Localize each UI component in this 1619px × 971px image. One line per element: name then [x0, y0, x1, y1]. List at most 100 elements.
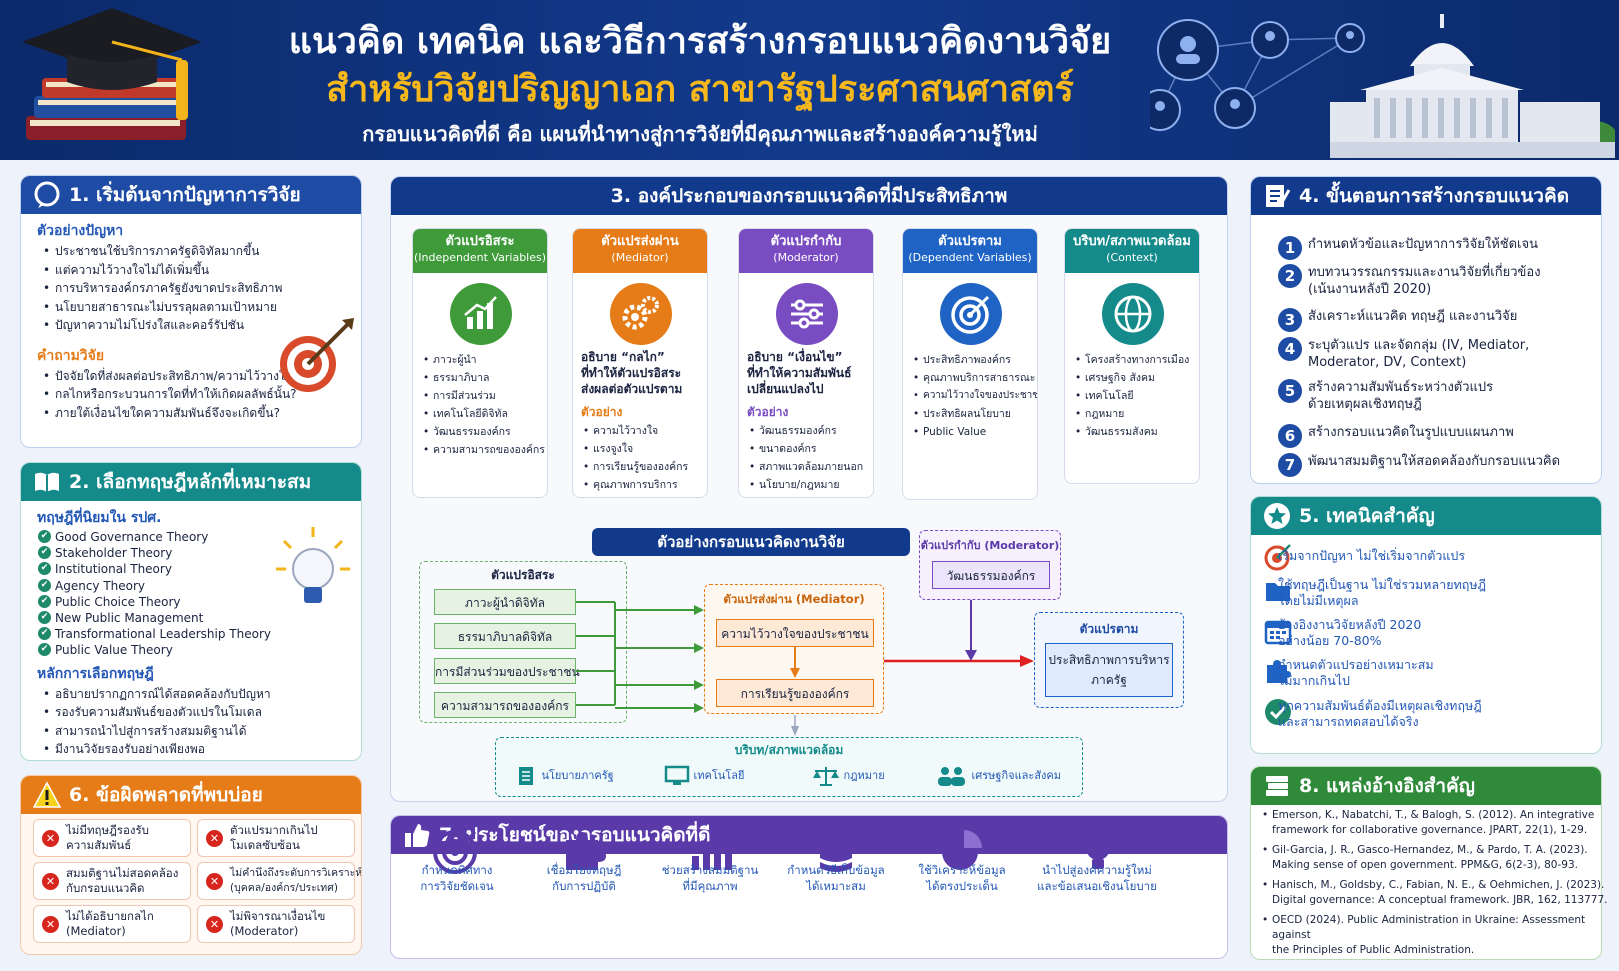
pie-chart-icon: [942, 830, 982, 870]
step-number: 5: [1278, 379, 1302, 403]
question-item: ภายใต้เงื่อนไขใดความสัมพันธ์จึงจะเกิดขึ้…: [37, 404, 353, 423]
tagline: กรอบแนวคิดที่ดี คือ แผนที่นำทางสู่การวิจ…: [362, 122, 1038, 146]
section-theory: 2. เลือกทฤษฎีหลักที่เหมาะสม ทฤษฎีที่นิยม…: [20, 462, 362, 761]
component-mediator: ตัวแปรส่งผ่าน(Mediator) อธิบาย “กลไก” ที…: [572, 228, 708, 498]
government-building-icon: [1328, 6, 1619, 160]
scales-icon: [813, 767, 839, 786]
target-icon: [433, 830, 477, 874]
technique-item: เริ่มจากปัญหา ไม่ใช่เริ่มจากตัวแปร: [1278, 548, 1466, 563]
document-icon: [519, 767, 533, 785]
section-3-title: 3. องค์ประกอบของกรอบแนวคิดที่มีประสิทธิภ…: [610, 185, 1008, 207]
mistake-item: ✕ไม่พิจารณาเงื่อนไข(Moderator): [197, 905, 355, 943]
reference-item: OECD (2024). Public Administration in Uk…: [1262, 913, 1612, 958]
problem-item: ปัญหาความไม่โปร่งใสและคอร์รัปชัน: [37, 316, 353, 335]
dv-box: ประสิทธิภาพการบริหารภาครัฐ: [1045, 643, 1173, 697]
section-2-title-bar: 2. เลือกทฤษฎีหลักที่เหมาะสม: [21, 463, 361, 501]
thumbs-up-icon: [405, 824, 430, 847]
section-1-title-bar: 1. เริ่มต้นจากปัญหาการวิจัย: [21, 176, 361, 214]
context-item: กฎหมาย: [812, 765, 885, 787]
example-title: ตัวอย่างกรอบแนวคิดงานวิจัย: [592, 528, 910, 556]
theory-item: Institutional Theory: [37, 561, 353, 577]
iv-group: [419, 561, 627, 723]
section-common-mistakes: 6. ข้อผิดพลาดที่พบบ่อย ✕ไม่มีทฤษฎีรองรับ…: [20, 775, 362, 955]
people-group-icon: [938, 767, 965, 786]
puzzle-icon: [1267, 660, 1291, 683]
section-3-title-bar: 3. องค์ประกอบของกรอบแนวคิดที่มีประสิทธิภ…: [391, 177, 1227, 215]
iv-box: ธรรมาภิบาลดิจิทัล: [434, 623, 576, 649]
section-benefits: 7. ประโยชน์ของกรอบแนวคิดที่ดี: [390, 815, 1228, 959]
folder-icon: [1266, 583, 1290, 601]
benefit-item: ช่วยสร้างสมมติฐานที่มีคุณภาพ: [661, 863, 759, 893]
step-number: 2: [1278, 264, 1302, 288]
reference-item: Gil-Garcia, J. R., Gasco-Hernandez, M., …: [1262, 843, 1612, 873]
graduation-cap-books-icon: [12, 4, 212, 154]
calendar-icon: [1264, 620, 1292, 645]
books-stack-icon: [1266, 776, 1288, 796]
error-x-icon: ✕: [206, 830, 223, 847]
star-icon: [1264, 503, 1290, 529]
error-x-icon: ✕: [206, 916, 223, 933]
context-heading: บริบท/สภาพแวดล้อม: [734, 743, 844, 757]
context-item: นโยบายภาครัฐ: [516, 765, 614, 787]
theory-item: Stakeholder Theory: [37, 545, 353, 561]
section-steps: 4. ขั้นตอนการสร้างกรอบแนวคิด: [1250, 176, 1602, 484]
lightbulb-icon: [276, 527, 350, 603]
section-1-title: 1. เริ่มต้นจากปัญหาการวิจัย: [69, 184, 301, 206]
error-x-icon: ✕: [42, 916, 59, 933]
section-8-title-bar: 8. แหล่งอ้างอิงสำคัญ: [1251, 767, 1601, 805]
technique-item: ทุกความสัมพันธ์ต้องมีเหตุผลเชิงทฤษฎีและส…: [1278, 698, 1482, 729]
theory-item: Public Value Theory: [37, 642, 353, 658]
context-group: [495, 737, 1083, 797]
section-6-title-bar: 6. ข้อผิดพลาดที่พบบ่อย: [21, 776, 361, 814]
problem-item: นโยบายสาธารณะไม่บรรลุผลตามเป้าหมาย: [37, 298, 353, 317]
open-book-icon: [35, 472, 59, 492]
puzzle-icon: [566, 832, 606, 870]
context-item: เศรษฐกิจและสังคม: [936, 765, 1061, 787]
section-2-title: 2. เลือกทฤษฎีหลักที่เหมาะสม: [69, 471, 312, 493]
principle-item: อธิบายปรากฏการณ์ได้สอดคล้องกับปัญหา: [37, 685, 353, 704]
principle-heading: หลักการเลือกทฤษฎี: [37, 665, 154, 682]
reference-item: Hanisch, M., Goldsby, C., Fabian, N. E.,…: [1262, 878, 1612, 908]
mistake-item: ✕ไม่ได้อธิบายกลไก(Mediator): [33, 905, 191, 943]
section-techniques: 5. เทคนิคสำคัญ: [1250, 496, 1602, 754]
mediator-box: การเรียนรู้ขององค์กร: [716, 679, 874, 707]
section-research-problem: 1. เริ่มต้นจากปัญหาการวิจัย ตัวอย่างปัญห…: [20, 175, 362, 448]
question-heading: คำถามวิจัย: [37, 347, 105, 364]
theory-item: Transformational Leadership Theory: [37, 626, 353, 642]
component-moderator: ตัวแปรกำกับ(Moderator) อธิบาย “เงื่อนไข”…: [738, 228, 874, 498]
mistake-item: ✕ตัวแปรมากเกินไปโมเดลซับซ้อน: [197, 819, 355, 857]
lightbulb-icon: [1081, 826, 1115, 869]
principle-item: สามารถนำไปสู่การสร้างสมมติฐานได้: [37, 722, 353, 741]
context-item: เทคโนโลยี: [664, 765, 744, 787]
section-5-title-bar: 5. เทคนิคสำคัญ: [1251, 497, 1601, 535]
network-people-icon: [1139, 10, 1410, 150]
bar-chart-icon: [450, 283, 512, 345]
gears-icon: [610, 283, 672, 345]
iv-heading: ตัวแปรอิสระ: [491, 568, 555, 582]
bullseye-icon: [940, 283, 1002, 345]
theory-item: Public Choice Theory: [37, 594, 353, 610]
problem-item: ประชาชนใช้บริการภาครัฐดิจิทัลมากขึ้น: [37, 242, 353, 261]
benefit-item: กำหนดทิศทางการวิจัยชัดเจน: [420, 863, 494, 893]
iv-box: ความสามารถขององค์กร: [434, 692, 576, 718]
mistake-item: ✕ไม่มีทฤษฎีรองรับความสัมพันธ์: [33, 819, 191, 857]
question-item: ปัจจัยใดที่ส่งผลต่อประสิทธิภาพ/ความไว้วา…: [37, 367, 353, 386]
target-arrow-icon: [280, 318, 354, 392]
problem-item: การบริหารองค์กรภาครัฐยังขาดประสิทธิภาพ: [37, 279, 353, 298]
step-number: 3: [1278, 308, 1302, 332]
component-dependent: ตัวแปรตาม(Dependent Variables) ประสิทธิภ…: [902, 228, 1038, 500]
mediator-box: ความไว้วางใจของประชาชน: [716, 619, 874, 647]
error-x-icon: ✕: [42, 873, 59, 890]
warning-icon: [33, 781, 61, 808]
benefit-item: เชื่อมโยงทฤษฎีกับการปฏิบัติ: [546, 863, 622, 893]
principle-item: มีงานวิจัยรองรับอย่างเพียงพอ: [37, 740, 353, 759]
section-4-title: 4. ขั้นตอนการสร้างกรอบแนวคิด: [1299, 185, 1570, 207]
moderator-heading: ตัวแปรกำกับ (Moderator): [920, 539, 1060, 552]
reference-item: Emerson, K., Nabatchi, T., & Balogh, S. …: [1262, 808, 1612, 838]
